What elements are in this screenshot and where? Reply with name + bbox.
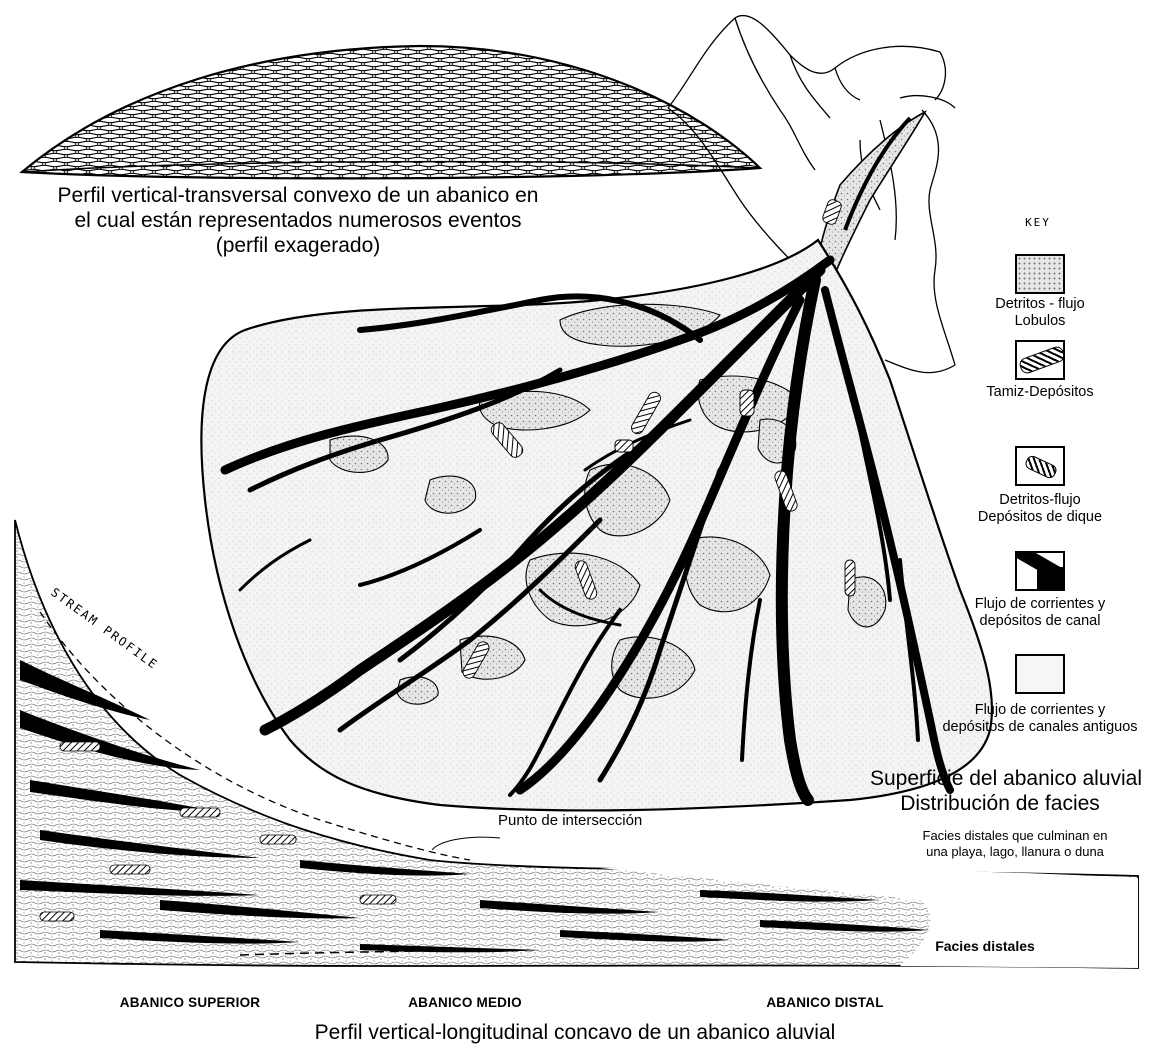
key-label-line: depósitos de canales antiguos: [925, 719, 1155, 736]
distal-facies-label: Facies distales: [905, 938, 1065, 955]
transverse-caption-line-2: el cual están representados numerosos ev…: [38, 208, 558, 233]
transverse-profile-lens: [22, 46, 760, 178]
key-label-line: depósitos de canal: [930, 613, 1150, 630]
key-label-debris-lobe: Detritos - flujo Lobulos: [970, 296, 1110, 331]
surface-caption-line-1: Superficie del abanico aluvial: [870, 766, 1130, 791]
surface-caption: Superficie del abanico aluvial Distribuc…: [870, 766, 1130, 816]
key-label-light-stipple: Flujo de corrientes y depósitos de canal…: [925, 702, 1155, 737]
distal-end-line-2: una playa, lago, llanura o duna: [900, 844, 1130, 860]
key-label-line: Detritos - flujo: [970, 296, 1110, 313]
zone-label-middle: ABANICO MEDIO: [375, 995, 555, 1011]
key-label-levee: Detritos-flujo Depósitos de dique: [950, 492, 1130, 527]
key-label-line: Depósitos de dique: [950, 509, 1130, 526]
key-label-line: Tamiz-Depósitos: [960, 384, 1120, 401]
key-label-line: Detritos-flujo: [950, 492, 1130, 509]
key-swatch-debris-lobe: [1015, 254, 1065, 294]
zone-label-distal: ABANICO DISTAL: [735, 995, 915, 1011]
key-label-line: Lobulos: [970, 313, 1110, 330]
key-label-line: Flujo de corrientes y: [930, 596, 1150, 613]
key-title: KEY: [1008, 216, 1068, 229]
transverse-caption-line-1: Perfil vertical-transversal convexo de u…: [38, 183, 558, 208]
intersection-label: Punto de intersección: [498, 812, 698, 830]
longitudinal-profile-caption: Perfil vertical-longitudinal concavo de …: [250, 1020, 900, 1045]
key-swatch-light-stipple: [1015, 654, 1065, 694]
key-swatch-sieve: [1015, 340, 1065, 380]
fan-surface: [201, 198, 992, 810]
distal-end-note: Facies distales que culminan en una play…: [900, 828, 1130, 859]
key-label-sieve: Tamiz-Depósitos: [960, 384, 1120, 401]
zone-label-upper: ABANICO SUPERIOR: [80, 995, 300, 1011]
surface-caption-line-2: Distribución de facies: [870, 791, 1130, 816]
key-swatch-black-channel: [1015, 551, 1065, 591]
key-swatch-levee: [1015, 446, 1065, 486]
key-label-black-channel: Flujo de corrientes y depósitos de canal: [930, 596, 1150, 631]
transverse-profile-caption: Perfil vertical-transversal convexo de u…: [38, 183, 558, 259]
key-label-line: Flujo de corrientes y: [925, 702, 1155, 719]
distal-end-line-1: Facies distales que culminan en: [900, 828, 1130, 844]
transverse-caption-line-3: (perfil exagerado): [38, 233, 558, 258]
